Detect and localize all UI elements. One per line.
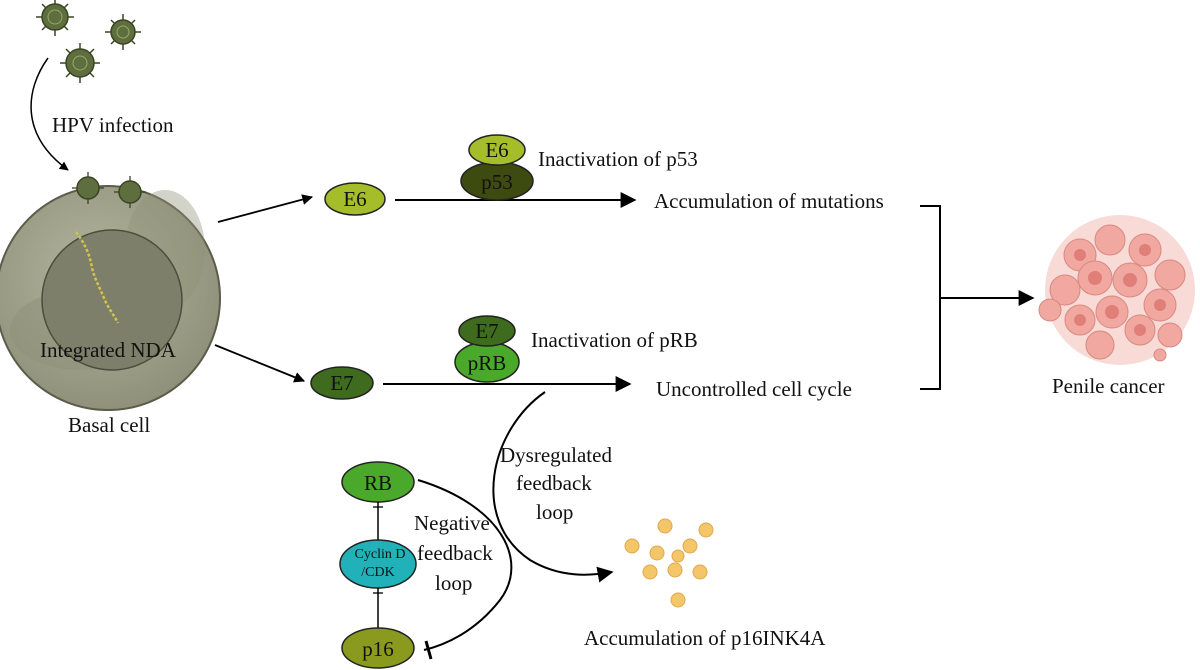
virus-icon — [105, 14, 141, 50]
virus-icon — [60, 43, 100, 83]
e6-node — [324, 182, 386, 216]
inhibit-bar — [424, 640, 433, 660]
dysregulated-label-2: feedback — [516, 471, 592, 495]
rb-node-label: RB — [364, 471, 392, 495]
p16-particles-icon — [624, 518, 714, 608]
infection-arrow — [30, 57, 69, 171]
complex-prb-label: pRB — [468, 351, 507, 375]
e6-p53-complex: p53 E6 — [460, 134, 534, 201]
negative-label-2: feedback — [417, 541, 493, 565]
nucleus — [41, 229, 183, 371]
negative-feedback-arrow — [417, 479, 513, 651]
virus-icon — [36, 0, 74, 36]
e7-prb-complex: pRB E7 — [454, 315, 520, 383]
basal-cell — [0, 185, 221, 411]
p16-node-label: p16 — [362, 637, 394, 661]
complex-p53-label: p53 — [481, 170, 513, 194]
convergence-bracket — [920, 205, 941, 390]
accumulation-mutations-label: Accumulation of mutations — [654, 189, 884, 213]
dna-strand — [75, 231, 120, 324]
cyclin-label-1: Cyclin D — [355, 547, 406, 562]
cyclin-label-2: /CDK — [361, 565, 394, 580]
p16-node — [341, 627, 415, 669]
e6-node-label: E6 — [343, 187, 366, 211]
arrow-cell-to-e6 — [217, 194, 314, 223]
dysregulated-feedback-arrow — [492, 391, 614, 583]
complex-e6-label: E6 — [485, 138, 508, 162]
cancer-cells-icon — [1038, 215, 1195, 365]
accumulation-p16-label: Accumulation of p16INK4A — [584, 626, 826, 650]
basal-cell-label: Basal cell — [68, 413, 150, 437]
inactivation-p53-label: Inactivation of p53 — [538, 147, 698, 171]
arrow-cell-to-e7 — [214, 344, 306, 383]
negative-label-3: loop — [435, 571, 472, 595]
virus-icon — [72, 172, 104, 204]
dysregulated-label-1: Dysregulated — [500, 443, 612, 467]
e7-node-label: E7 — [330, 371, 353, 395]
uncontrolled-cycle-label: Uncontrolled cell cycle — [656, 377, 852, 401]
virus-icon — [114, 176, 146, 208]
hpv-infection-label: HPV infection — [52, 113, 174, 137]
integrated-dna-label: Integrated NDA — [40, 338, 177, 362]
e7-node — [310, 366, 374, 400]
negative-label-1: Negative — [414, 511, 490, 535]
complex-e7-label: E7 — [475, 319, 498, 343]
penile-cancer-label: Penile cancer — [1052, 374, 1165, 398]
inactivation-prb-label: Inactivation of pRB — [531, 328, 698, 352]
dysregulated-label-3: loop — [536, 500, 573, 524]
